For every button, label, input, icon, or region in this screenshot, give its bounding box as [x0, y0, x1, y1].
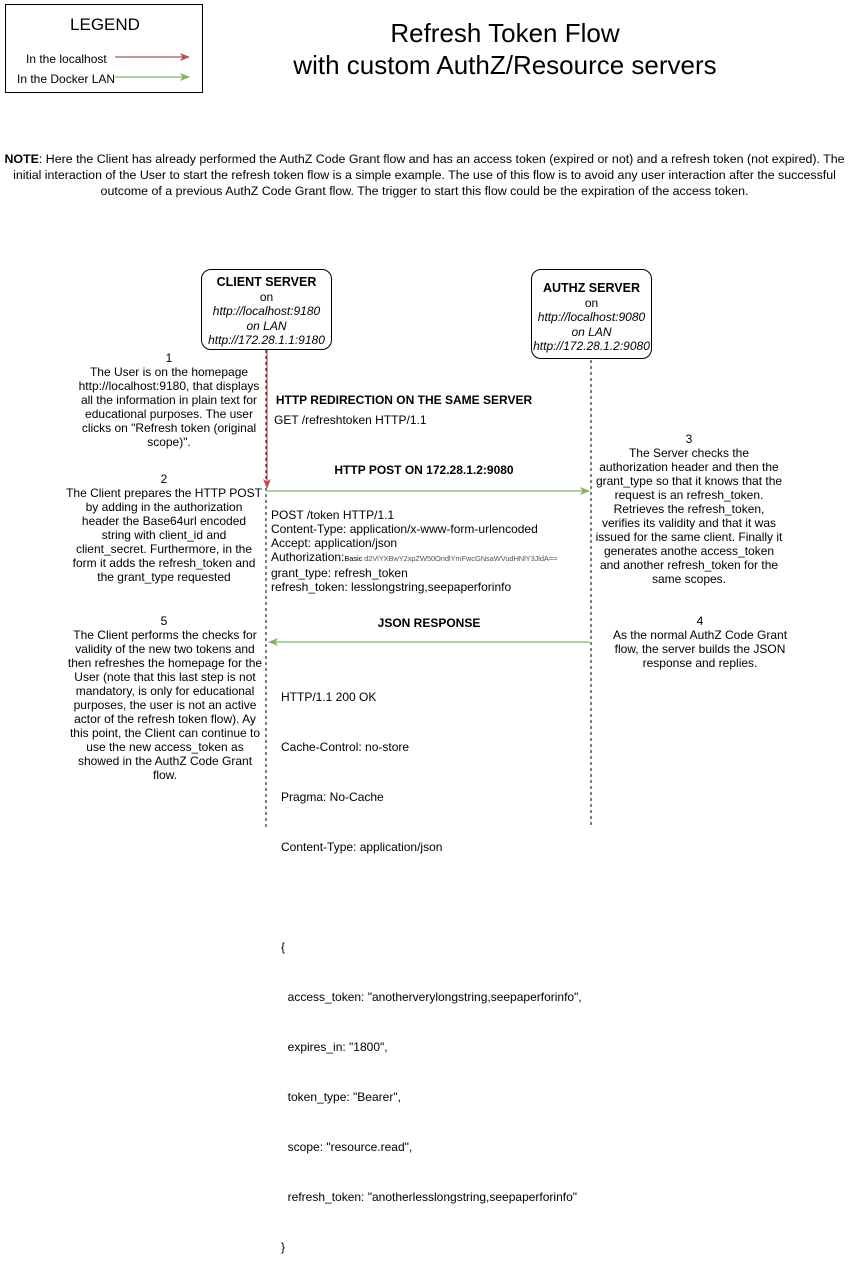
response-line: }: [281, 1240, 286, 1254]
note-paragraph: NOTE: Here the Client has already perfor…: [4, 151, 845, 199]
diagram-title: Refresh Token Flow with custom AuthZ/Res…: [260, 17, 750, 81]
legend-localhost-label: In the localhost: [26, 52, 107, 66]
connectors-layer: [115, 53, 592, 828]
post-content-type: Content-Type: application/x-www-form-url…: [271, 522, 538, 536]
post-accept: Accept: application/json: [271, 536, 398, 550]
authz-server-lan-label: on LAN: [571, 324, 612, 339]
legend-docker-lan-label: In the Docker LAN: [17, 72, 116, 86]
response-line: scope: "resource.read",: [281, 1140, 413, 1154]
post-title: HTTP POST ON 172.28.1.2:9080: [334, 463, 514, 477]
client-server-on: on: [259, 289, 274, 304]
client-server-host: http://localhost:9180: [212, 304, 321, 318]
authz-server-host: http://localhost:9080: [537, 310, 646, 324]
response-line: Pragma: No-Cache: [281, 790, 384, 804]
response-line: [281, 890, 582, 904]
authz-server-lan-host: http://172.28.1.2:9080: [533, 339, 650, 353]
post-authorization-label: Authorization:: [271, 550, 345, 564]
response-body: HTTP/1.1 200 OK Cache-Control: no-store …: [281, 654, 582, 1272]
response-line: Content-Type: application/json: [281, 840, 443, 854]
response-line: HTTP/1.1 200 OK: [281, 690, 377, 704]
title-line-2: with custom AuthZ/Resource servers: [293, 50, 717, 80]
step-1-text: The User is on the homepage http://local…: [78, 365, 260, 449]
step-1-number: 1: [165, 351, 173, 365]
response-line: Cache-Control: no-store: [281, 740, 410, 754]
step-5-number: 5: [160, 614, 168, 628]
title-line-1: Refresh Token Flow: [390, 18, 620, 48]
step-3-text: The Server checks the authorization head…: [595, 446, 783, 586]
post-authorization-value: d2ViYXBwY2xpZW50OndlYmFwcGNsaWVudHNlY3Jl…: [364, 554, 558, 563]
client-server-lan-host: http://172.28.1.1:9180: [208, 333, 325, 347]
step-4-text: As the normal AuthZ Code Grant flow, the…: [612, 628, 788, 670]
legend: LEGEND In the localhost In the Docker LA…: [5, 4, 203, 93]
post-refresh-token: refresh_token: lesslongstring,seepaperfo…: [271, 580, 512, 594]
post-grant-type: grant_type: refresh_token: [271, 566, 408, 580]
client-server-box: CLIENT SERVER on http://localhost:9180 o…: [201, 269, 332, 350]
post-request-block: POST /token HTTP/1.1 Content-Type: appli…: [271, 508, 558, 594]
step-5-text: The Client performs the checks for valid…: [67, 628, 263, 782]
response-line: access_token: "anotherverylongstring,see…: [281, 990, 582, 1004]
step-2-text: The Client prepares the HTTP POST by add…: [66, 486, 262, 584]
redirect-request-line: GET /refreshtoken HTTP/1.1: [274, 413, 427, 427]
step-2-number: 2: [160, 472, 168, 486]
post-request-line: POST /token HTTP/1.1: [271, 508, 395, 522]
note-label: NOTE: [4, 152, 39, 166]
step-3-number: 3: [685, 432, 693, 446]
authz-server-name: AUTHZ SERVER: [542, 281, 640, 295]
post-authorization-basic: Basic: [344, 554, 365, 563]
response-line: refresh_token: "anotherlesslongstring,se…: [281, 1190, 578, 1204]
authz-server-on: on: [584, 295, 599, 310]
step-4-number: 4: [696, 614, 704, 628]
response-title: JSON RESPONSE: [377, 616, 481, 630]
response-line: {: [281, 940, 286, 954]
legend-title: LEGEND: [70, 15, 140, 34]
redirect-title: HTTP REDIRECTION ON THE SAME SERVER: [275, 393, 533, 407]
note-text: : Here the Client has already performed …: [13, 152, 845, 198]
post-authorization: Authorization:Basic d2ViYXBwY2xpZW50Ondl…: [271, 550, 558, 566]
authz-server-box: AUTHZ SERVER on http://localhost:9080 on…: [531, 269, 652, 359]
response-line: token_type: "Bearer",: [281, 1090, 401, 1104]
client-server-name: CLIENT SERVER: [216, 275, 317, 289]
client-server-lan-label: on LAN: [246, 318, 287, 333]
response-line: expires_in: "1800",: [281, 1040, 388, 1054]
